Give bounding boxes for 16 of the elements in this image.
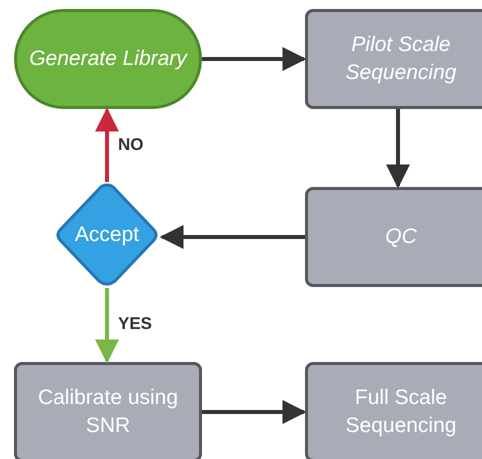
node-label: Pilot Scale Sequencing <box>344 32 458 86</box>
process-box <box>305 9 482 109</box>
node-label: Generate Library <box>29 46 187 72</box>
arrow <box>95 288 119 364</box>
process-box <box>305 362 482 459</box>
arrow <box>202 400 306 424</box>
process-box <box>14 362 202 459</box>
node-label: Accept <box>74 222 140 248</box>
node-label: Full Scale Sequencing <box>344 384 458 439</box>
process-box <box>305 187 482 287</box>
arrow <box>160 225 305 249</box>
node-label: QC <box>384 224 418 250</box>
arrow <box>202 47 306 71</box>
node-label: Calibrate using SNR <box>36 384 180 439</box>
arrow <box>386 109 410 188</box>
arrow <box>95 108 119 182</box>
